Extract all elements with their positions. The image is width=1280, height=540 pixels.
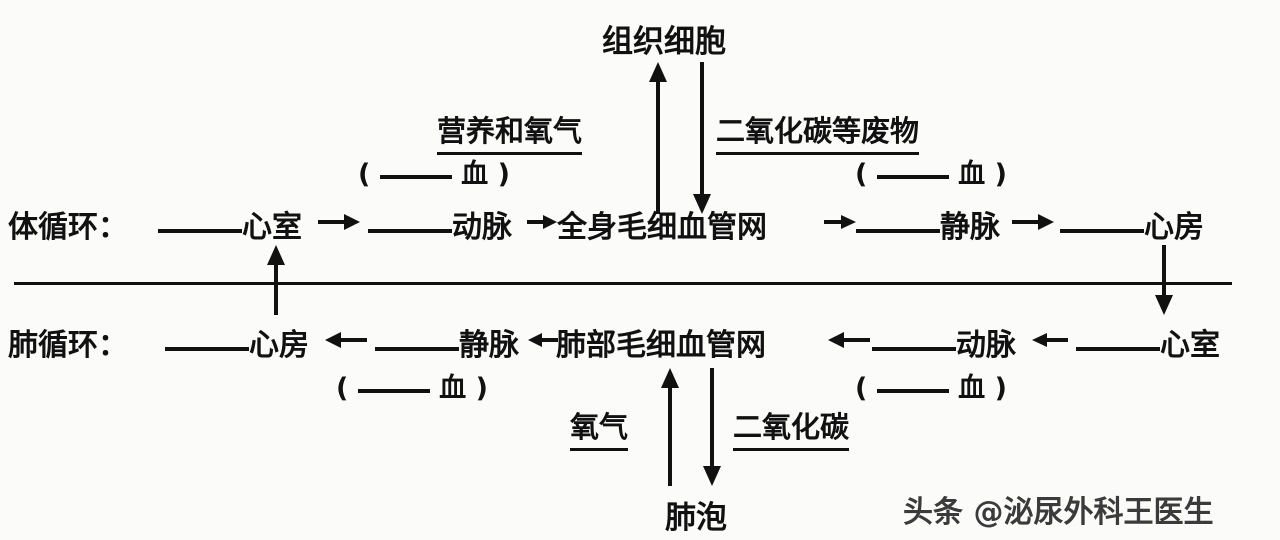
fill-in-blank[interactable] <box>375 347 459 351</box>
watermark: 头条 @泌尿外科王医生 <box>903 495 1214 530</box>
systemic-node-artery: 动脉 <box>368 202 512 246</box>
pulmonary-row-label: 肺循环： <box>8 328 128 363</box>
node-tissue-cells: 组织细胞 <box>602 24 726 60</box>
pulmonary-node-ventricle: 心室 <box>1076 320 1220 364</box>
arrow-down-right-connector <box>1150 245 1178 315</box>
node-alveoli: 肺泡 <box>665 500 727 536</box>
divider-line <box>14 282 1232 285</box>
arrow-up-left-connector <box>262 245 290 315</box>
systemic-node-body-capillary-network: 全身毛细血管网 <box>557 210 767 245</box>
systemic-node-vein: 静脉 <box>856 202 1000 246</box>
pulmonary-node-atrium: 心房 <box>165 320 309 364</box>
fill-in-blank[interactable] <box>876 389 949 393</box>
paren-close: ) <box>475 373 488 404</box>
arrow-up-from-alveoli <box>656 368 684 486</box>
systemic-circulation-row: 体循环： <box>8 202 128 246</box>
fill-in-blank[interactable] <box>357 389 430 393</box>
arrow-down-to-alveoli <box>698 368 726 486</box>
fill-in-blank[interactable] <box>856 229 940 233</box>
paren-open: ( <box>358 159 371 190</box>
systemic-row-label: 体循环： <box>8 210 128 245</box>
pulmonary-node-vein: 静脉 <box>375 320 519 364</box>
pulmonary-node-ventricle-label: 心室 <box>1160 328 1220 363</box>
pulmonary-node-lung-capillary-network: 肺部毛细血管网 <box>556 328 766 363</box>
arrow-left-pulmonary-3 <box>828 330 870 350</box>
exchange-label-oxygen: 氧气 <box>570 404 629 451</box>
pulmonary-node-artery-label: 动脉 <box>956 328 1016 363</box>
exchange-label-nutrients-oxygen: 营养和氧气 <box>437 108 583 155</box>
fill-in-blank[interactable] <box>876 175 949 179</box>
paren-open: ( <box>855 159 868 190</box>
pulmonary-node-artery: 动脉 <box>872 320 1016 364</box>
systemic-node-atrium-label: 心房 <box>1144 210 1204 245</box>
arrow-right-systemic-4 <box>1012 212 1054 232</box>
fill-in-blank[interactable] <box>872 347 956 351</box>
blood-unit: 血 <box>461 159 489 190</box>
systemic-node-atrium: 心房 <box>1060 202 1204 246</box>
paren-close: ) <box>994 373 1007 404</box>
pulmonary-node-atrium-label: 心房 <box>249 328 309 363</box>
exchange-label-carbon-dioxide-wastes: 二氧化碳等废物 <box>716 108 920 155</box>
arrow-left-pulmonary-1 <box>325 330 367 350</box>
fill-in-blank[interactable] <box>1076 347 1160 351</box>
arrow-right-systemic-1 <box>318 212 360 232</box>
arrow-up-to-tissue-cells <box>644 62 672 214</box>
blood-unit: 血 <box>958 373 986 404</box>
fill-in-blank[interactable] <box>368 229 452 233</box>
arrow-left-pulmonary-4 <box>1032 330 1068 350</box>
blood-unit: 血 <box>439 373 467 404</box>
paren-close: ) <box>994 159 1007 190</box>
arrow-down-from-tissue-cells <box>688 62 716 214</box>
arrow-right-systemic-2 <box>527 212 557 232</box>
fill-in-blank[interactable] <box>158 229 242 233</box>
systemic-node-ventricle-label: 心室 <box>242 210 302 245</box>
systemic-node-artery-label: 动脉 <box>452 210 512 245</box>
blood-type-blank-top-right: ( 血 ) <box>855 152 1007 191</box>
arrow-right-systemic-3 <box>824 212 856 232</box>
systemic-node-ventricle: 心室 <box>158 202 302 246</box>
fill-in-blank[interactable] <box>379 175 452 179</box>
arrow-left-pulmonary-2 <box>528 330 558 350</box>
systemic-node-vein-label: 静脉 <box>940 210 1000 245</box>
exchange-label-carbon-dioxide: 二氧化碳 <box>733 404 850 451</box>
pulmonary-node-vein-label: 静脉 <box>459 328 519 363</box>
pulmonary-circulation-row: 肺循环： <box>8 320 128 364</box>
blood-type-blank-bottom-right: ( 血 ) <box>855 366 1007 405</box>
paren-open: ( <box>336 373 349 404</box>
paren-open: ( <box>855 373 868 404</box>
blood-type-blank-top-left: ( 血 ) <box>358 152 510 191</box>
fill-in-blank[interactable] <box>165 347 249 351</box>
blood-unit: 血 <box>958 159 986 190</box>
paren-close: ) <box>497 159 510 190</box>
fill-in-blank[interactable] <box>1060 229 1144 233</box>
blood-type-blank-bottom-left: ( 血 ) <box>336 366 488 405</box>
